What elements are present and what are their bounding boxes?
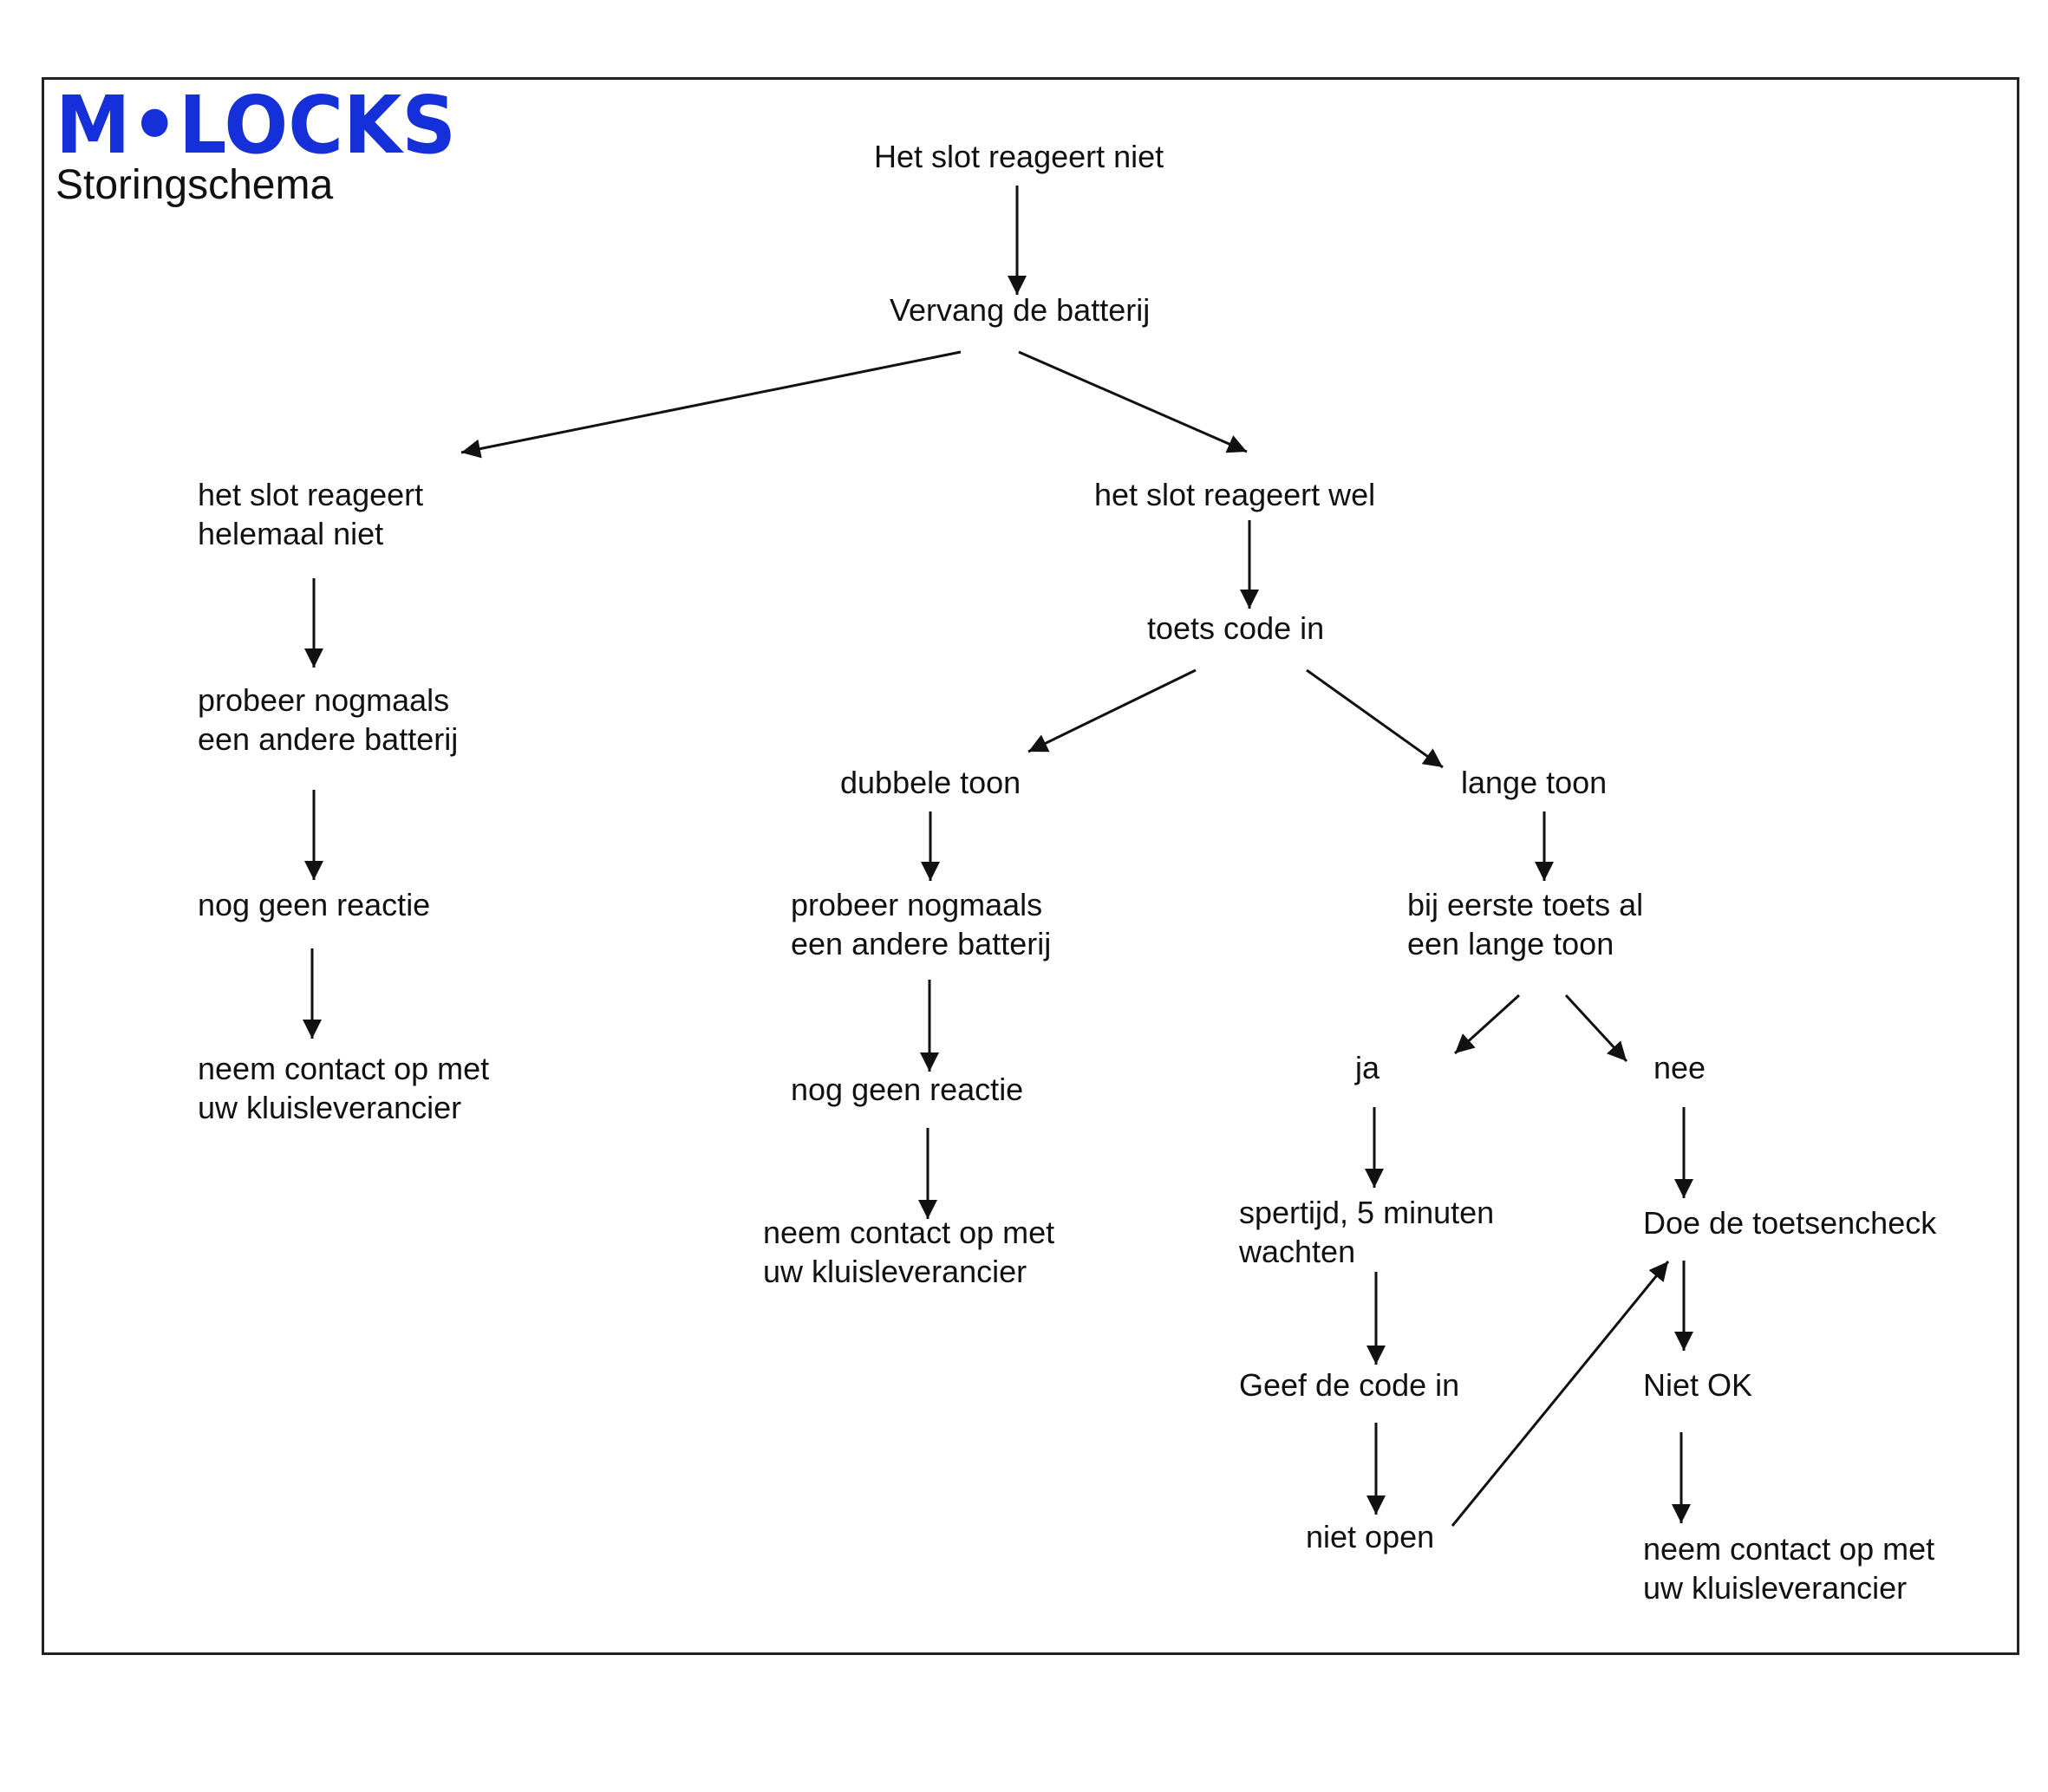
node-start: Het slot reageert niet [874,139,1164,174]
arrow-first-key-to-yes [1453,994,1521,1055]
node-mid-try-again: probeer nogmaals een andere batterij [791,887,1052,961]
logo-wordmark: M•LOCKS [55,87,456,160]
node-mid-still-no-reaction: nog geen reactie [791,1072,1024,1107]
node-not-open: niet open [1306,1519,1435,1554]
node-first-key-long: bij eerste toets al een lange toon [1407,887,1644,961]
node-no-response-at-all: het slot reageert helemaal niet [198,477,424,551]
node-enter-code: toets code in [1147,610,1325,646]
arrow-first-key-to-no [1564,994,1628,1063]
node-does-respond: het slot reageert wel [1094,477,1376,512]
diagram-subtitle: Storingschema [55,162,334,208]
diagram-frame [42,77,2019,1655]
node-left-contact: neem contact op met uw kluisleverancier [198,1051,490,1125]
node-not-ok: Niet OK [1643,1367,1753,1403]
node-right-contact: neem contact op met uw kluisleverancier [1643,1531,1935,1606]
arrow-battery-to-responds [1018,350,1248,453]
node-replace-battery: Vervang de batterij [890,292,1151,328]
arrow-battery-to-no-response [460,350,962,459]
node-double-tone: dubbele toon [840,765,1021,800]
node-lockout: spertijd, 5 minuten wachten [1239,1195,1495,1269]
arrow-enter-code-to-long-tone [1306,668,1444,769]
arrow-not-open-to-key-check [1451,1261,1670,1527]
node-no: nee [1653,1050,1706,1085]
node-enter-code-again: Geef de code in [1239,1367,1460,1403]
node-mid-contact: neem contact op met uw kluisleverancier [763,1215,1055,1289]
node-left-still-no-reaction: nog geen reactie [198,887,431,922]
node-left-try-again: probeer nogmaals een andere batterij [198,682,459,757]
node-key-check: Doe de toetsencheck [1643,1205,1937,1241]
arrow-enter-code-to-double-tone [1027,668,1197,753]
mlocks-logo: M•LOCKS [55,87,456,160]
node-yes: ja [1355,1050,1380,1085]
node-long-tone: lange toon [1461,765,1608,800]
